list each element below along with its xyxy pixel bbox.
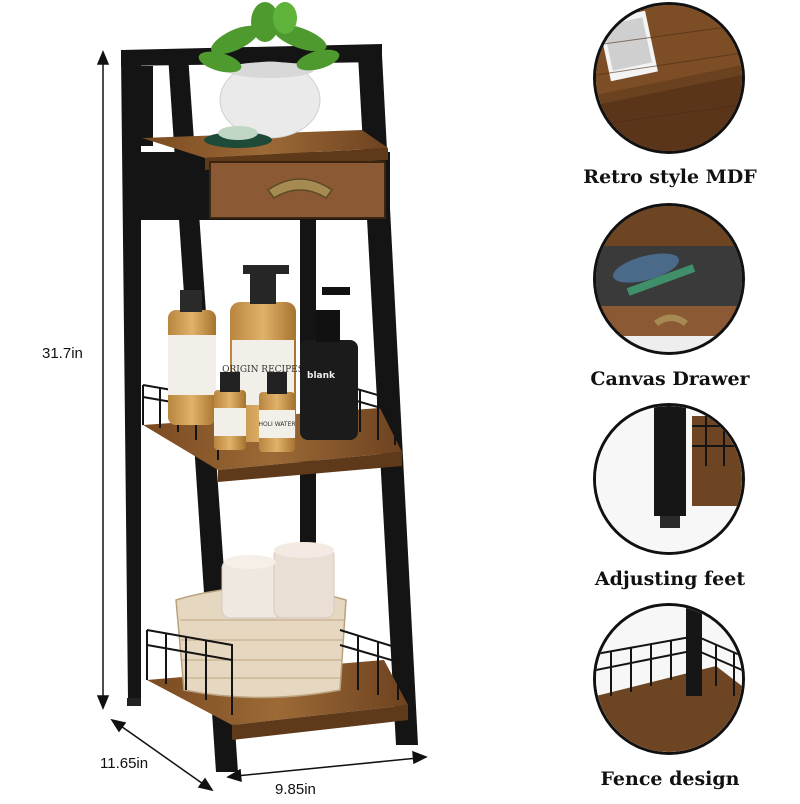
depth-label: 11.65in	[100, 755, 149, 772]
drawer	[209, 161, 386, 219]
feature-caption: Fence design	[600, 768, 740, 790]
bottom-fence	[146, 629, 399, 715]
width-label: 9.85in	[275, 781, 316, 798]
feature-caption: Canvas Drawer	[590, 368, 750, 390]
height-dimension-line	[96, 50, 110, 710]
small-bottle-label: HOLI WATER	[258, 421, 295, 428]
foot-closeup-icon	[593, 403, 745, 555]
feature-caption: Retro style MDF	[583, 166, 757, 188]
potted-plant	[198, 2, 340, 139]
feature-caption: Adjusting feet	[594, 568, 746, 590]
height-label: 31.7in	[42, 345, 83, 362]
wood-closeup-icon	[593, 2, 745, 154]
drawer-closeup-icon	[593, 203, 745, 355]
depth-dimension-line	[110, 718, 214, 792]
bottle-label-text: ORIGIN RECIPES	[222, 365, 304, 375]
black-bottle-brand: blank	[307, 371, 336, 381]
width-dimension-line	[226, 750, 428, 783]
adjusting-foot	[127, 698, 141, 706]
fence-closeup-icon	[593, 603, 745, 755]
towel-basket	[175, 542, 347, 699]
bottles: ORIGIN RECIPES blank HOLI WATER	[168, 265, 358, 452]
drawer-handle-icon	[266, 178, 334, 199]
